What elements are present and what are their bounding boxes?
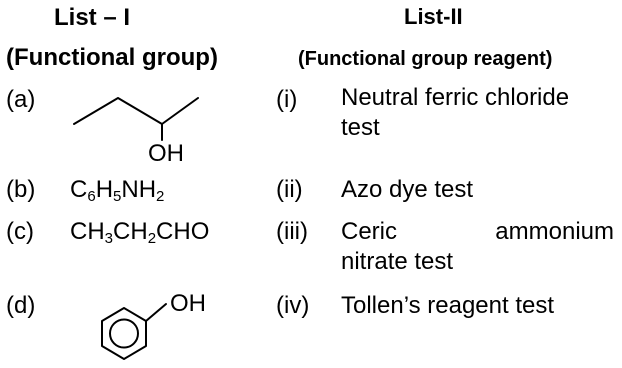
list1-title: List – I	[54, 4, 131, 31]
list2-marker-iii: (iii)	[276, 218, 308, 245]
list2-marker-i: (i)	[276, 86, 298, 113]
list2-text-i-line1: Neutral ferric chloride	[341, 84, 570, 111]
list2-title: List-II	[404, 4, 463, 29]
list2-text-i-line2: test	[341, 114, 380, 141]
formula-aniline: C6H5NH2	[70, 176, 165, 205]
list1-marker-b: (b)	[6, 176, 36, 203]
list1-marker-a: (a)	[6, 86, 36, 113]
oh-label-a: OH	[148, 140, 184, 167]
list1-marker-c: (c)	[6, 218, 34, 245]
list2-text-ii: Azo dye test	[341, 176, 474, 203]
formula-propanal: CH3CH2CHO	[70, 218, 210, 247]
list2-marker-ii: (ii)	[276, 176, 303, 203]
phenol-structure	[101, 303, 167, 360]
list2-text-iii-line2: nitrate test	[341, 248, 454, 275]
oh-label-d: OH	[170, 290, 206, 317]
list1-marker-d: (d)	[6, 292, 36, 319]
list1-subtitle: (Functional group)	[6, 44, 218, 71]
list2-marker-iv: (iv)	[276, 292, 310, 319]
list2-text-iv: Tollen’s reagent test	[341, 292, 555, 319]
butan-2-ol-structure	[73, 97, 199, 141]
list2-subtitle: (Functional group reagent)	[298, 48, 553, 70]
